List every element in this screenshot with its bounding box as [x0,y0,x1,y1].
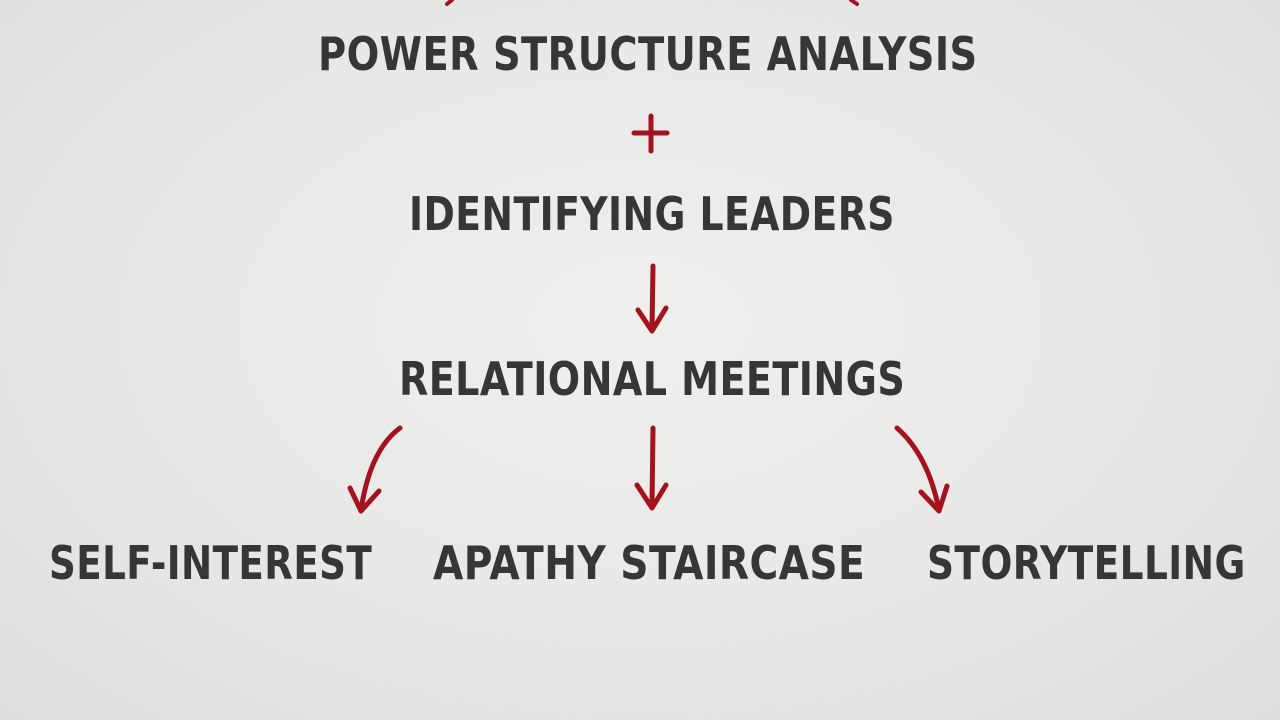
arrow-down-center-icon [634,425,669,511]
node-apathy-staircase: APATHY STAIRCASE [433,536,866,590]
node-power-structure-analysis: POWER STRUCTURE ANALYSIS [318,27,978,81]
top-edge-mark-right [849,0,859,6]
node-storytelling: STORYTELLING [927,536,1246,590]
arrow-curve-left-icon [347,425,403,514]
node-self-interest: SELF-INTEREST [49,536,373,590]
top-edge-mark-left [445,0,454,6]
node-relational-meetings: RELATIONAL MEETINGS [399,352,906,406]
arrow-curve-right-icon [894,425,950,514]
plus-icon [631,113,670,154]
arrow-down-icon [635,263,669,334]
node-identifying-leaders: IDENTIFYING LEADERS [409,187,895,241]
top-edge-marks [445,0,859,6]
